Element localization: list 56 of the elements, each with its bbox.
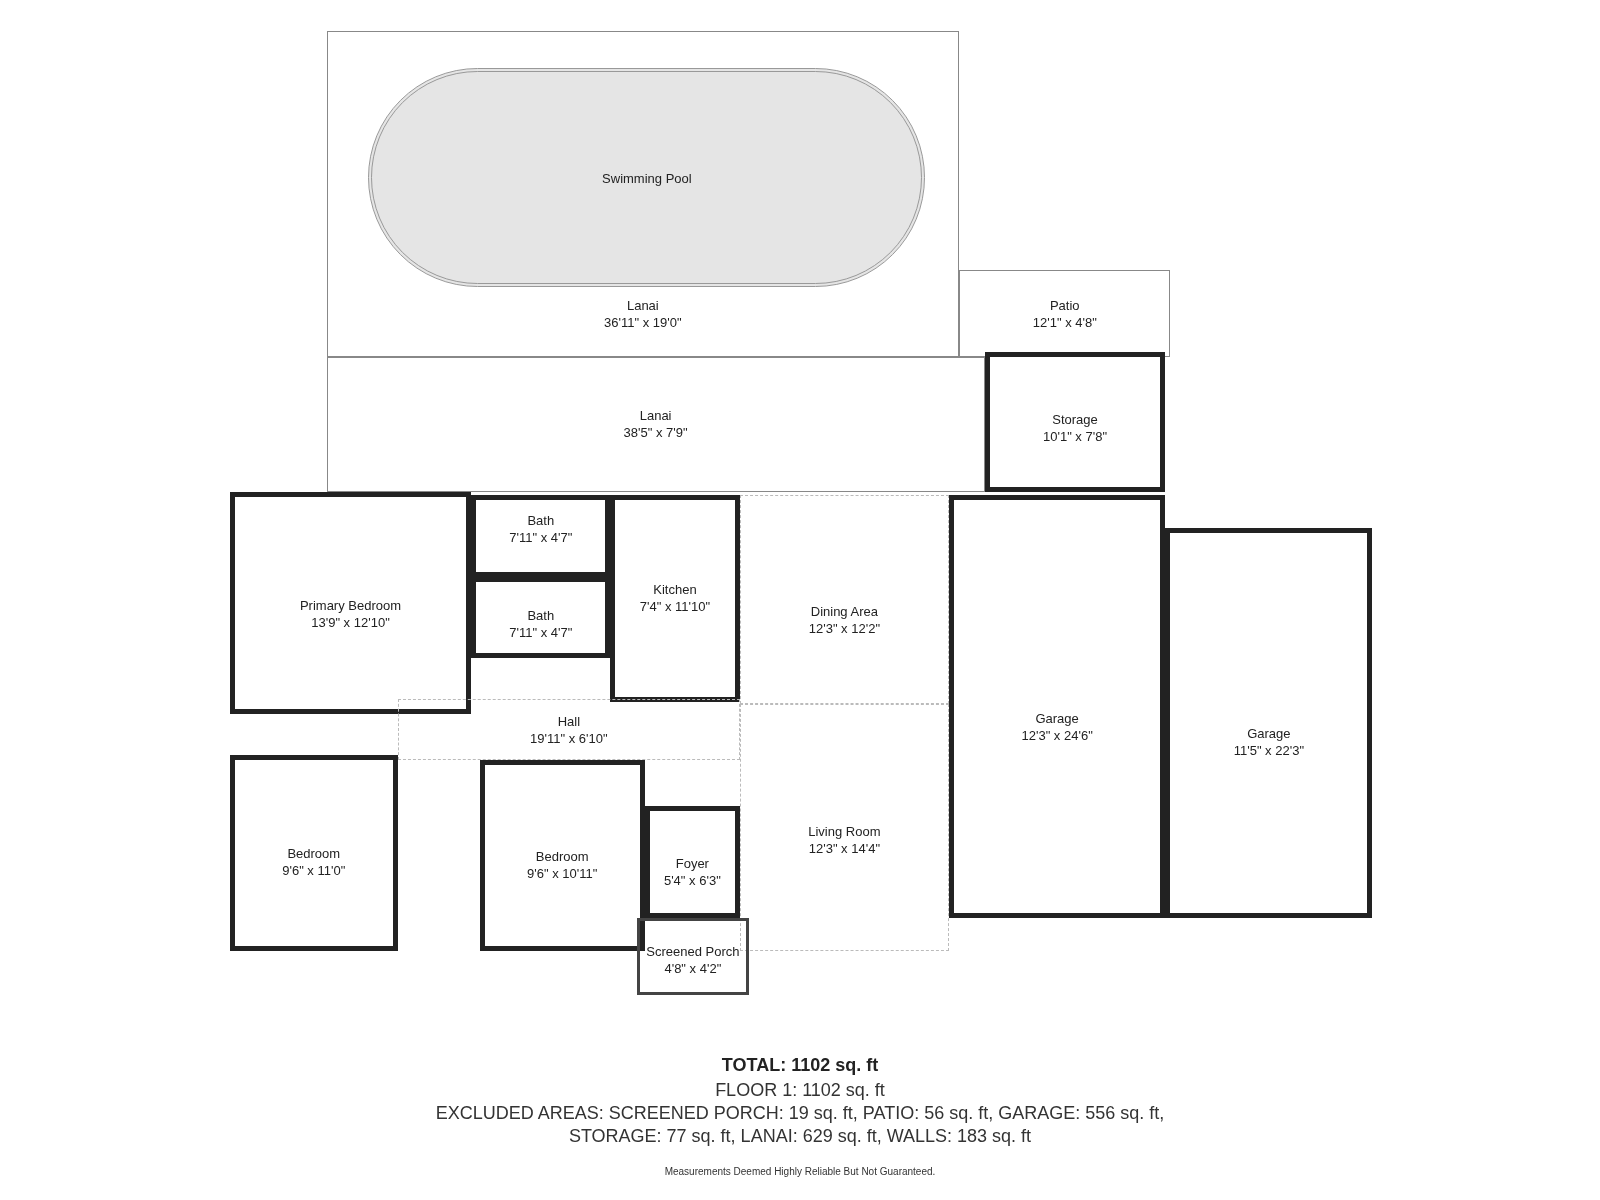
room-name: Garage [1035,710,1079,728]
room-dimensions: 7'4" x 11'10" [639,598,711,616]
room-dimensions: 13'9" x 12'10" [311,613,390,631]
open-room-area [739,494,949,705]
area-summary: EXCLUDED AREAS: SCREENED PORCH: 19 sq. ft, PATIO: 56 sq. ft, GARAGE: 556 sq. ft, STORAGE: 77 sq. ft, LANAI: 629 sq. ft, WALLS: 183 sq. ft [434,1102,1166,1148]
room-dimensions: 11'5" x 22'3" [1233,742,1305,759]
room-outline [471,494,611,577]
room-dimensions: 9'6" x 11'0" [282,862,346,880]
room-dimensions: 7'11" x 4'7" [509,624,573,642]
room-dimensions: 12'3" x 14'4" [808,839,880,857]
room-outline [984,352,1166,492]
room-outline [229,755,398,951]
room-outline [948,494,1166,919]
room-name: Screened Porch [646,943,740,961]
room-name: Storage [1052,411,1098,429]
room-outline [229,491,472,715]
room-name: Bedroom [535,847,589,865]
room-dimensions: 38'5" x 7'9" [623,424,688,442]
room-dimensions: 9'6" x 10'11" [527,864,598,882]
room-outline [644,806,740,919]
open-room-area [739,704,949,951]
room-name: Lanai [626,296,659,314]
porch-outline [636,918,749,995]
room-dimensions: 12'1" x 4'8" [1032,313,1097,331]
room-dimensions: 5'4" x 6'3" [663,872,721,890]
outdoor-area [326,30,960,358]
room-name: Bath [527,607,555,625]
room-name: Living Room [808,822,881,840]
room-name: Bath [527,511,555,529]
room-dimensions: 36'11" x 19'0" [604,313,682,331]
room-outline [471,576,611,659]
room-name: Kitchen [653,581,697,599]
room-name: Patio [1049,296,1080,314]
room-name: Primary Bedroom [299,596,402,614]
disclaimer-note: Measurements Deemed Highly Reliable But Not Guaranteed. [664,1165,936,1179]
open-room-area [397,698,740,761]
room-dimensions: 10'1" x 7'8" [1042,428,1108,446]
room-name: Garage [1247,725,1291,742]
room-dimensions: 4'8" x 4'2" [664,960,722,978]
room-outline [1165,527,1373,919]
room-name: Hall [557,712,581,730]
outdoor-area [326,357,985,492]
room-dimensions: 12'3" x 24'6" [1021,727,1093,745]
room-name: Swimming Pool [602,169,692,186]
area-summary: FLOOR 1: 1102 sq. ft [715,1079,885,1102]
room-name: Lanai [639,407,672,425]
room-name: Foyer [675,855,709,873]
room-dimensions: 7'11" x 4'7" [509,528,573,546]
room-outline [610,494,740,703]
area-summary: TOTAL: 1102 sq. ft [721,1054,879,1077]
outdoor-area [959,270,1171,358]
room-name: Dining Area [810,603,878,621]
room-outline [479,760,645,951]
room-dimensions: 19'11" x 6'10" [530,729,608,747]
room-name: Bedroom [287,845,341,863]
room-dimensions: 12'3" x 12'2" [808,620,880,638]
